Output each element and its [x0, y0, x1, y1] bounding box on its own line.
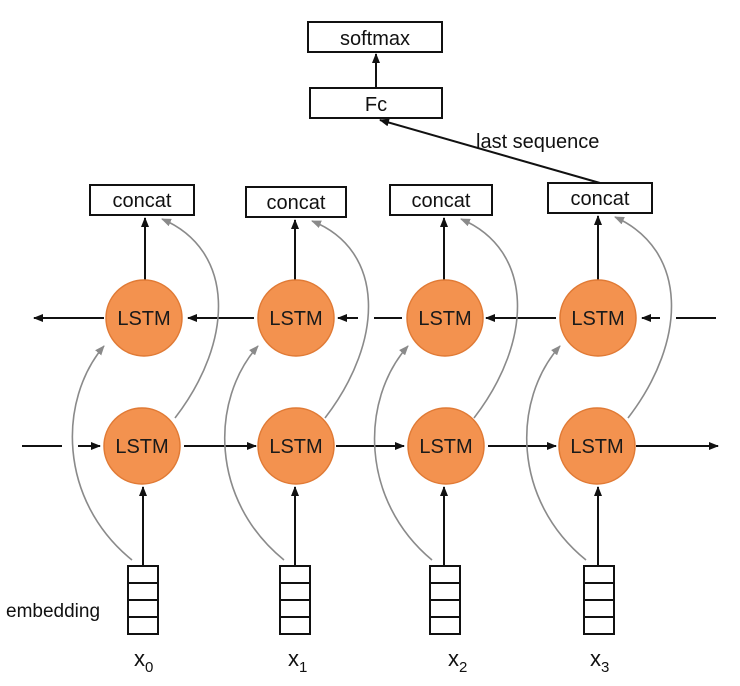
last-sequence-label: last sequence	[476, 131, 599, 153]
input-label-2: x2	[448, 646, 467, 676]
lstm-label: LSTM	[117, 308, 170, 330]
embedding-stack-1	[279, 565, 311, 635]
lstm-forward-3: LSTM	[558, 407, 636, 485]
lstm-label: LSTM	[269, 308, 322, 330]
input-label-0: x0	[134, 646, 153, 676]
emb-to-bwd-curve-1	[224, 345, 285, 561]
input-base: x	[134, 646, 145, 671]
emb-to-bwd-curve-3	[526, 345, 587, 561]
fwd-to-concat-curve-3	[614, 216, 673, 419]
concat-label: concat	[571, 188, 630, 210]
embedding-label: embedding	[6, 601, 100, 622]
lstm-label: LSTM	[571, 308, 624, 330]
lstm-forward-2: LSTM	[407, 407, 485, 485]
input-sub: 0	[145, 659, 153, 676]
concat-box-2: concat	[389, 184, 493, 216]
fwd-to-concat-curve-1	[311, 220, 370, 419]
lstm-backward-3: LSTM	[559, 279, 637, 357]
lstm-label: LSTM	[269, 436, 322, 458]
embedding-stack-2	[429, 565, 461, 635]
concat-label: concat	[412, 190, 471, 212]
lstm-backward-1: LSTM	[257, 279, 335, 357]
concat-label: concat	[267, 192, 326, 214]
input-base: x	[448, 646, 459, 671]
emb-to-bwd-curve-0	[71, 345, 133, 561]
lstm-label: LSTM	[418, 308, 471, 330]
fc-label: Fc	[365, 94, 387, 116]
lstm-forward-1: LSTM	[257, 407, 335, 485]
concat-box-0: concat	[89, 184, 195, 216]
lstm-label: LSTM	[115, 436, 168, 458]
input-base: x	[288, 646, 299, 671]
lstm-backward-2: LSTM	[406, 279, 484, 357]
input-base: x	[590, 646, 601, 671]
concat-box-3: concat	[547, 182, 653, 214]
embedding-stack-0	[127, 565, 159, 635]
concat-box-1: concat	[245, 186, 347, 218]
fwd-to-concat-curve-0	[161, 218, 220, 419]
softmax-box: softmax	[307, 21, 443, 53]
lstm-backward-0: LSTM	[105, 279, 183, 357]
emb-to-bwd-curve-2	[373, 345, 433, 561]
softmax-label: softmax	[340, 28, 410, 50]
lstm-forward-0: LSTM	[103, 407, 181, 485]
input-sub: 3	[601, 659, 609, 676]
lstm-label: LSTM	[419, 436, 472, 458]
lstm-label: LSTM	[570, 436, 623, 458]
embedding-stack-3	[583, 565, 615, 635]
fc-box: Fc	[309, 87, 443, 119]
input-sub: 1	[299, 659, 307, 676]
concat-label: concat	[113, 190, 172, 212]
input-sub: 2	[459, 659, 467, 676]
last-sequence-arrow	[379, 118, 601, 184]
fwd-to-concat-curve-2	[460, 218, 519, 419]
input-label-1: x1	[288, 646, 307, 676]
input-label-3: x3	[590, 646, 609, 676]
